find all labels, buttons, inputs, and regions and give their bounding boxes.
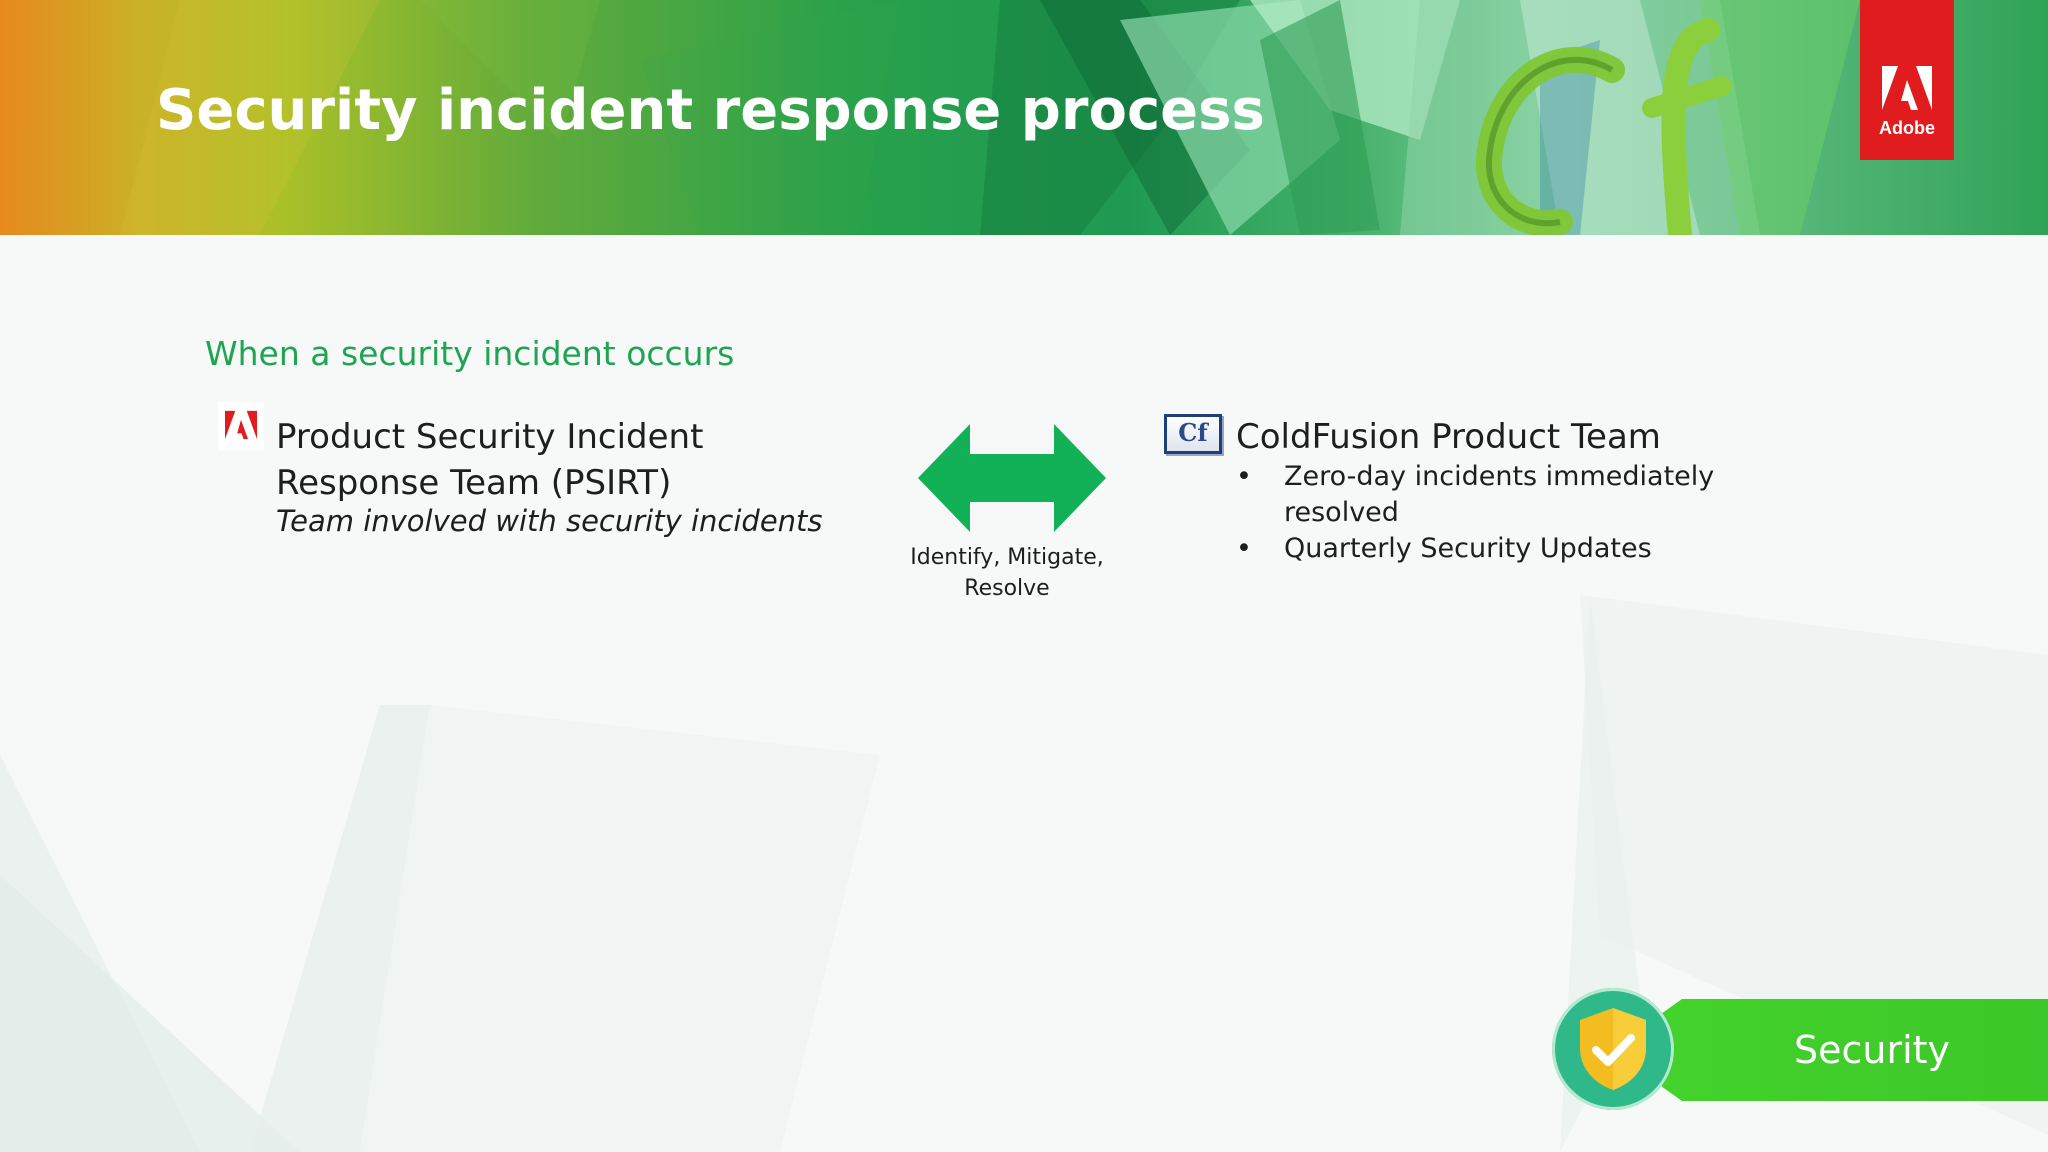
list-item-text: Zero-day incidents immediately resolved (1284, 461, 1714, 528)
arrow-caption: Identify, Mitigate, Resolve (896, 542, 1118, 604)
section-subheading: When a security incident occurs (205, 334, 734, 373)
coldfusion-team-title: ColdFusion Product Team (1236, 414, 1661, 460)
adobe-logo-icon (225, 409, 257, 441)
adobe-logo-tag: Adobe (1860, 0, 1954, 160)
bullet-icon: • (1236, 459, 1252, 495)
coldfusion-bullet-list: • Zero-day incidents immediately resolved… (1236, 459, 1724, 567)
adobe-wordmark: Adobe (1860, 118, 1954, 139)
adobe-logo-icon (1882, 66, 1932, 110)
psirt-description: Team involved with security incidents (276, 504, 823, 538)
bullet-icon: • (1236, 531, 1252, 567)
header-banner: Security incident response process Adobe (0, 0, 2048, 235)
list-item: • Zero-day incidents immediately resolved (1236, 459, 1724, 531)
slide-title: Security incident response process (156, 78, 1265, 143)
double-headed-arrow-icon (918, 424, 1106, 536)
security-badge-circle (1552, 988, 1674, 1110)
psirt-adobe-icon (218, 402, 264, 450)
coldfusion-icon: Cf (1164, 414, 1222, 454)
shield-check-icon (1578, 1006, 1648, 1092)
psirt-title: Product Security Incident Response Team … (276, 414, 876, 506)
list-item: • Quarterly Security Updates (1236, 531, 1724, 567)
security-badge-label: Security (1662, 999, 2048, 1101)
list-item-text: Quarterly Security Updates (1284, 533, 1652, 564)
